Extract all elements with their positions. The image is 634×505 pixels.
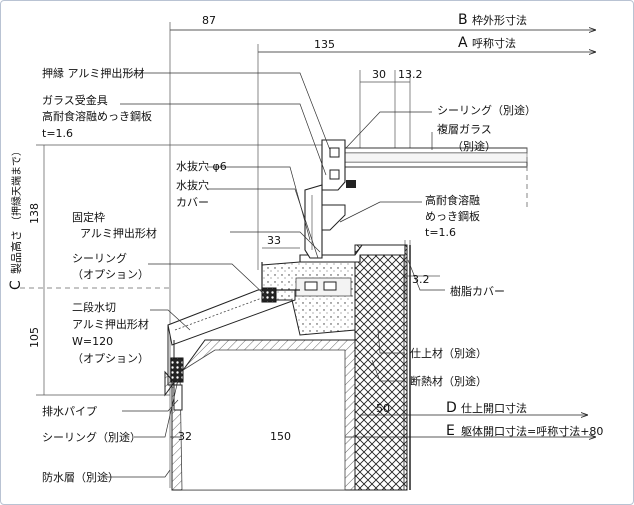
ref-b-label: 枠外形寸法 xyxy=(472,13,527,27)
c-sub: （押縁天端まで） xyxy=(10,146,23,226)
dim-30: 30 xyxy=(372,68,386,81)
label-mizunuki-1: 水抜穴 φ6 xyxy=(176,159,227,173)
label-fukusou-1: 複層ガラス xyxy=(437,122,492,136)
label-glass-uke-2: 高耐食溶融めっき鋼板 xyxy=(42,109,152,123)
label-dannetsu: 断熱材（別途） xyxy=(410,374,487,388)
ref-e-letter: E xyxy=(446,423,455,439)
wall-structure xyxy=(164,244,411,491)
left-callouts: 押縁 アルミ押出形材 ガラス受金具 高耐食溶融めっき鋼板 t=1.6 水抜穴 φ… xyxy=(42,66,227,484)
dim-3-2: 3.2 xyxy=(412,273,430,286)
ref-b-letter: B xyxy=(458,12,468,28)
label-koteiwaku-1: 固定枠 xyxy=(72,210,105,224)
dim-135: 135 xyxy=(314,38,335,51)
c-main: 製品高さ xyxy=(9,230,23,274)
label-sealing-betto: シーリング（別途） xyxy=(42,430,141,444)
dim-138: 138 xyxy=(28,203,41,224)
label-nidan-4: （オプション） xyxy=(72,352,149,365)
label-kotaishoku-1: 高耐食溶融 xyxy=(425,193,480,207)
dim-105: 105 xyxy=(28,327,41,348)
label-sealing-right: シーリング（別途） xyxy=(437,103,536,117)
glass-assembly xyxy=(304,139,528,259)
label-nidan-2: アルミ押出形材 xyxy=(72,317,149,331)
ref-d-letter: D xyxy=(446,400,457,416)
label-mizunuki-2: 水抜穴 xyxy=(176,178,209,192)
label-haisui: 排水パイプ xyxy=(42,404,97,418)
dim-150: 150 xyxy=(270,430,291,443)
dim-87: 87 xyxy=(202,14,216,27)
label-bousui: 防水層（別途） xyxy=(42,470,119,484)
label-oshibuchi: 押縁 アルミ押出形材 xyxy=(42,66,144,80)
right-callouts: シーリング（別途） 複層ガラス （別途） 高耐食溶融 めっき鋼板 t=1.6 樹… xyxy=(410,103,536,388)
label-sealing-opt-1: シーリング xyxy=(72,251,127,265)
label-kotaishoku-2: めっき鋼板 xyxy=(425,209,480,223)
reference-labels: B 枠外形寸法 A 呼称寸法 D 仕上開口寸法 E 躯体開口寸法=呼称寸法+80 xyxy=(446,12,603,439)
ref-a-letter: A xyxy=(458,35,468,51)
label-glass-uke-3: t=1.6 xyxy=(42,127,73,140)
label-sealing-opt-2: （オプション） xyxy=(72,268,149,281)
dim-13-2: 13.2 xyxy=(398,68,423,81)
label-glass-uke-1: ガラス受金具 xyxy=(42,93,108,107)
ref-e-label: 躯体開口寸法=呼称寸法+80 xyxy=(461,424,603,438)
dimension-numbers: 87 135 30 13.2 33 3.2 138 105 50 32 150 xyxy=(28,14,430,443)
label-jushi: 樹脂カバー xyxy=(450,284,505,298)
sill-flashing xyxy=(167,289,296,411)
dim-33: 33 xyxy=(267,234,281,247)
ref-d-label: 仕上開口寸法 xyxy=(461,401,527,415)
label-koteiwaku-2: アルミ押出形材 xyxy=(80,226,157,240)
c-letter: C xyxy=(8,280,24,290)
label-mizunuki-3: カバー xyxy=(176,196,209,209)
label-fukusou-2: （別途） xyxy=(452,139,496,153)
ref-a-label: 呼称寸法 xyxy=(472,36,516,50)
label-shiage: 仕上材（別途） xyxy=(410,346,487,360)
leader-lines xyxy=(107,72,445,478)
dim-32: 32 xyxy=(178,430,192,443)
label-nidan-1: 二段水切 xyxy=(72,300,116,314)
vertical-c-label: C 製品高さ （押縁天端まで） xyxy=(8,146,24,290)
label-nidan-3: W=120 xyxy=(72,335,113,348)
dim-50: 50 xyxy=(376,402,390,415)
label-kotaishoku-3: t=1.6 xyxy=(425,226,456,239)
